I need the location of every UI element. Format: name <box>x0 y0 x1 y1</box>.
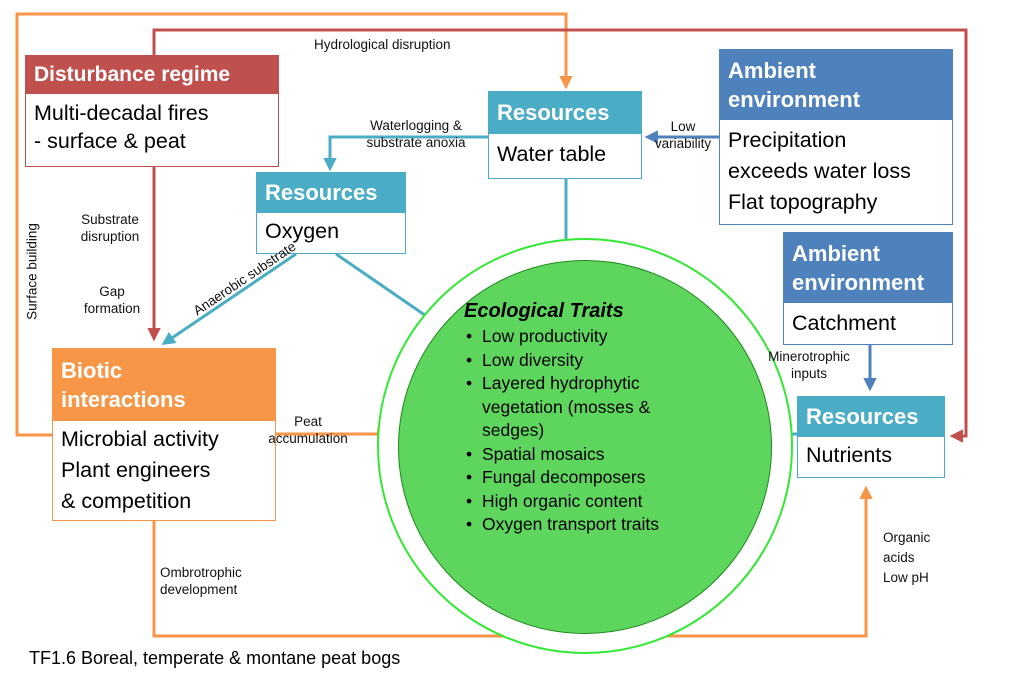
water-table-title: Resources <box>497 100 610 125</box>
ambient-catchment-header: Ambient environment <box>784 233 952 303</box>
label-peat-accumulation: Peat accumulation <box>253 413 363 447</box>
trait-item: Low productivity <box>466 325 752 349</box>
oxygen-line: Oxygen <box>265 219 340 243</box>
label-minerotrophic-inputs: Minerotrophic inputs <box>754 348 864 382</box>
biotic-body: Microbial activity Plant engineers & com… <box>53 421 275 517</box>
arrow-oxygen-to-traits <box>335 252 437 324</box>
nutrients-header: Resources <box>798 397 944 437</box>
ambient-catchment-title: environment <box>792 270 925 295</box>
ambient-environment-catchment-box: Ambient environment Catchment <box>783 232 953 345</box>
biotic-line: & competition <box>61 489 192 513</box>
ambient-precip-title: environment <box>728 87 861 112</box>
disturbance-regime-title: Disturbance regime <box>34 63 231 86</box>
ambient-catchment-title: Ambient <box>792 241 880 266</box>
water-table-body: Water table <box>489 134 641 168</box>
label-waterlogging: Waterlogging & substrate anoxia <box>346 117 486 151</box>
label-waterlogging-line: Waterlogging & <box>370 118 462 133</box>
nutrients-body: Nutrients <box>798 437 944 469</box>
ambient-environment-precipitation-box: Ambient environment Precipitation exceed… <box>719 49 953 225</box>
ambient-catchment-line: Catchment <box>792 311 896 335</box>
oxygen-header: Resources <box>257 173 405 213</box>
trait-item: Fungal decomposers <box>466 466 752 490</box>
label-gap-formation: Gap formation <box>70 283 154 317</box>
nutrients-line: Nutrients <box>806 443 893 467</box>
water-table-header: Resources <box>489 92 641 134</box>
label-substrate-disruption: Substrate disruption <box>66 211 154 245</box>
label-low-variability-line: Low <box>670 119 696 134</box>
trait-item: Spatial mosaics <box>466 443 752 467</box>
oxygen-title: Resources <box>265 180 378 205</box>
disturbance-regime-box: Disturbance regime Multi-decadal fires -… <box>25 55 279 167</box>
arrow-surface-building <box>15 12 573 437</box>
figure-caption: TF1.6 Boreal, temperate & montane peat b… <box>29 648 401 668</box>
label-minerotrophic-line: Minerotrophic <box>768 349 850 364</box>
disturbance-regime-header: Disturbance regime <box>26 56 278 94</box>
ambient-catchment-body: Catchment <box>784 303 952 337</box>
ambient-precip-line: Precipitation <box>728 128 847 152</box>
trait-item: High organic content <box>466 490 752 514</box>
biotic-interactions-box: Biotic interactions Microbial activity P… <box>52 348 276 521</box>
disturbance-line: - surface & peat <box>34 129 186 153</box>
label-gap-formation-line: formation <box>83 301 141 316</box>
traits-list: Low productivity Low diversity Layered h… <box>452 325 752 537</box>
water-table-line: Water table <box>497 142 607 166</box>
label-surface-building: Surface building <box>24 223 40 320</box>
label-gap-formation-line: Gap <box>99 284 125 299</box>
label-peat-accumulation-line: Peat <box>294 414 322 429</box>
ambient-precip-line: exceeds water loss <box>728 159 911 183</box>
resources-nutrients-box: Resources Nutrients <box>797 396 945 478</box>
label-ombrotrophic-development: Ombrotrophic development <box>160 564 242 598</box>
label-minerotrophic-line: inputs <box>790 366 828 381</box>
biotic-title: Biotic <box>61 358 123 383</box>
ambient-precip-title: Ambient <box>728 58 816 83</box>
ecological-traits: Ecological Traits Low productivity Low d… <box>452 300 752 537</box>
traits-title: Ecological Traits <box>464 300 624 322</box>
oxygen-body: Oxygen <box>257 213 405 245</box>
ambient-precip-line: Flat topography <box>728 190 878 214</box>
biotic-header: Biotic interactions <box>53 349 275 421</box>
trait-item: Layered hydrophytic vegetation (mosses &… <box>466 372 702 443</box>
biotic-title: interactions <box>61 387 186 412</box>
label-substrate-disruption-line: Substrate <box>81 212 139 227</box>
label-low-variability-line: variability <box>654 136 712 151</box>
label-peat-accumulation-line: accumulation <box>268 431 348 446</box>
trait-item: Oxygen transport traits <box>466 513 662 537</box>
label-hydrological-disruption: Hydrological disruption <box>314 37 451 52</box>
biotic-line: Microbial activity <box>61 427 219 451</box>
label-ombrotrophic-line: Ombrotrophic <box>160 565 242 580</box>
resources-water-table-box: Resources Water table <box>488 91 642 179</box>
label-low-variability: Low variability <box>646 118 720 152</box>
biotic-line: Plant engineers <box>61 458 211 482</box>
label-organic-acids: Organic acids Low pH <box>883 528 930 588</box>
trait-item: Low diversity <box>466 349 752 373</box>
resources-oxygen-box: Resources Oxygen <box>256 172 406 254</box>
disturbance-regime-body: Multi-decadal fires - surface & peat <box>26 94 278 155</box>
label-organic-acids-line: Organic <box>883 530 931 545</box>
ambient-precip-body: Precipitation exceeds water loss Flat to… <box>720 120 952 218</box>
ambient-precip-header: Ambient environment <box>720 50 952 120</box>
arrow-hydrological-disruption <box>152 28 968 443</box>
label-waterlogging-line: substrate anoxia <box>366 135 466 150</box>
label-organic-acids-line: acids <box>883 550 915 565</box>
arrow-anaerobic-substrate <box>161 252 297 346</box>
arrow-waterlogging <box>323 135 488 172</box>
label-organic-acids-line: Low pH <box>883 570 929 585</box>
disturbance-line: Multi-decadal fires <box>34 101 209 125</box>
label-substrate-disruption-line: disruption <box>80 229 140 244</box>
label-ombrotrophic-line: development <box>160 582 238 597</box>
nutrients-title: Resources <box>806 404 919 429</box>
